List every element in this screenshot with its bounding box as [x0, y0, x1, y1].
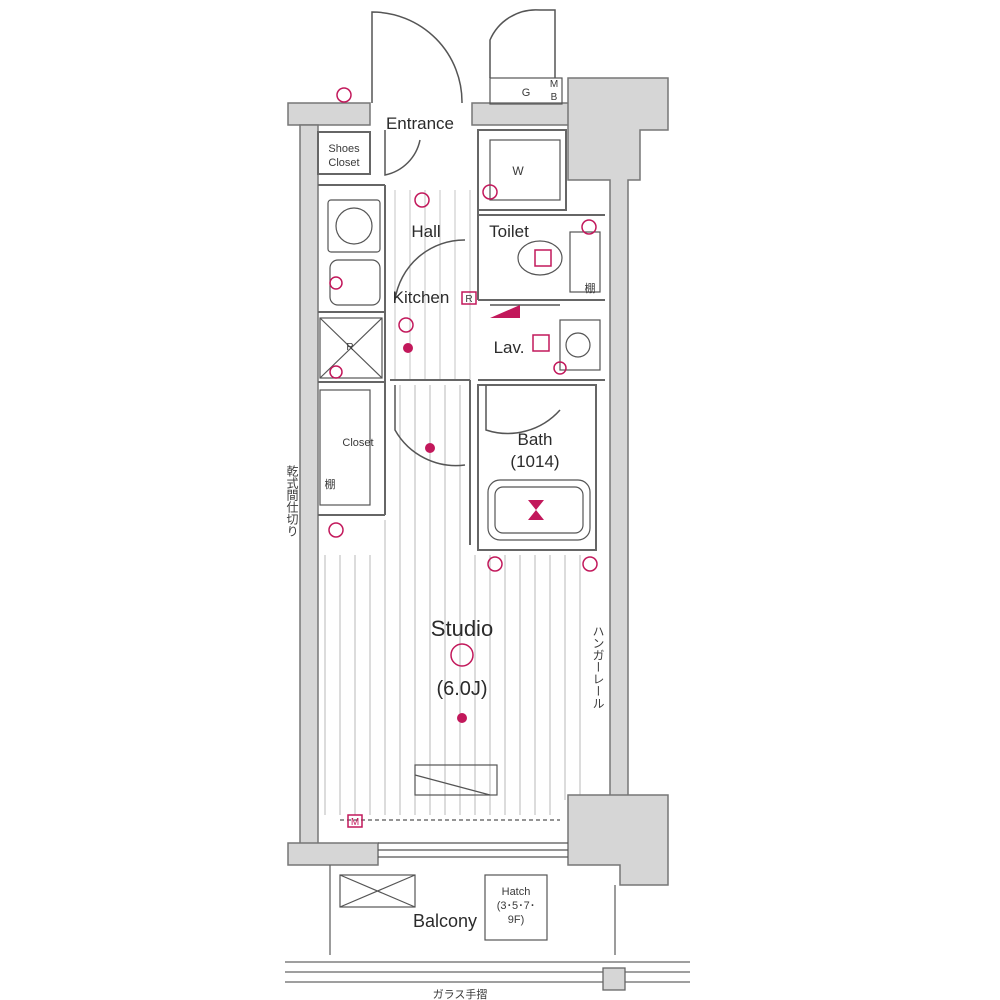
shoes-closet-label-1: Shoes	[328, 143, 360, 155]
window	[340, 819, 568, 858]
glass-rail-annotation: ガラス手摺	[433, 987, 488, 1000]
balcony-label: Balcony	[413, 911, 477, 931]
mb-mark-b: B	[551, 92, 558, 103]
hatch-label-1: Hatch	[502, 886, 531, 898]
studio-flooring	[324, 385, 581, 815]
entrance-label: Entrance	[386, 114, 454, 133]
studio-size-label: (6.0J)	[436, 678, 487, 700]
shelf-mark-2: 棚	[325, 477, 336, 491]
bath-size-label: (1014)	[510, 452, 559, 471]
hanger-rail-annotation: ハンガーレール	[591, 625, 605, 709]
shelf-mark-1: 棚	[585, 281, 596, 295]
fixtures	[319, 77, 601, 941]
washing-machine-mark: W	[512, 164, 524, 178]
kitchen-label: Kitchen	[393, 288, 450, 307]
hall-label: Hall	[411, 222, 440, 241]
shoes-closet-label-2: Closet	[328, 157, 359, 169]
hatch-label-3: 9F)	[508, 914, 525, 926]
mb-box-mark: M	[351, 817, 359, 828]
closet-label: Closet	[342, 437, 373, 449]
partitions	[317, 129, 605, 551]
lav-label: Lav.	[494, 338, 525, 357]
studio-label: Studio	[431, 616, 493, 641]
partition-annotation: 乾式間仕切り	[285, 465, 299, 537]
fridge-mark: R	[346, 342, 353, 353]
balcony	[285, 865, 690, 991]
mb-mark-m: M	[550, 79, 558, 90]
electrical-dots	[403, 305, 544, 723]
doors	[371, 9, 561, 467]
toilet-label: Toilet	[489, 222, 529, 241]
gas-meter-mark: G	[522, 87, 531, 99]
kitchen-r-mark: R	[465, 294, 472, 305]
bath-label: Bath	[518, 430, 553, 449]
hall-flooring	[394, 190, 471, 380]
electrical-marks	[328, 87, 598, 828]
walls	[287, 77, 669, 886]
hatch-label-2: (3･5･7･	[497, 900, 536, 912]
